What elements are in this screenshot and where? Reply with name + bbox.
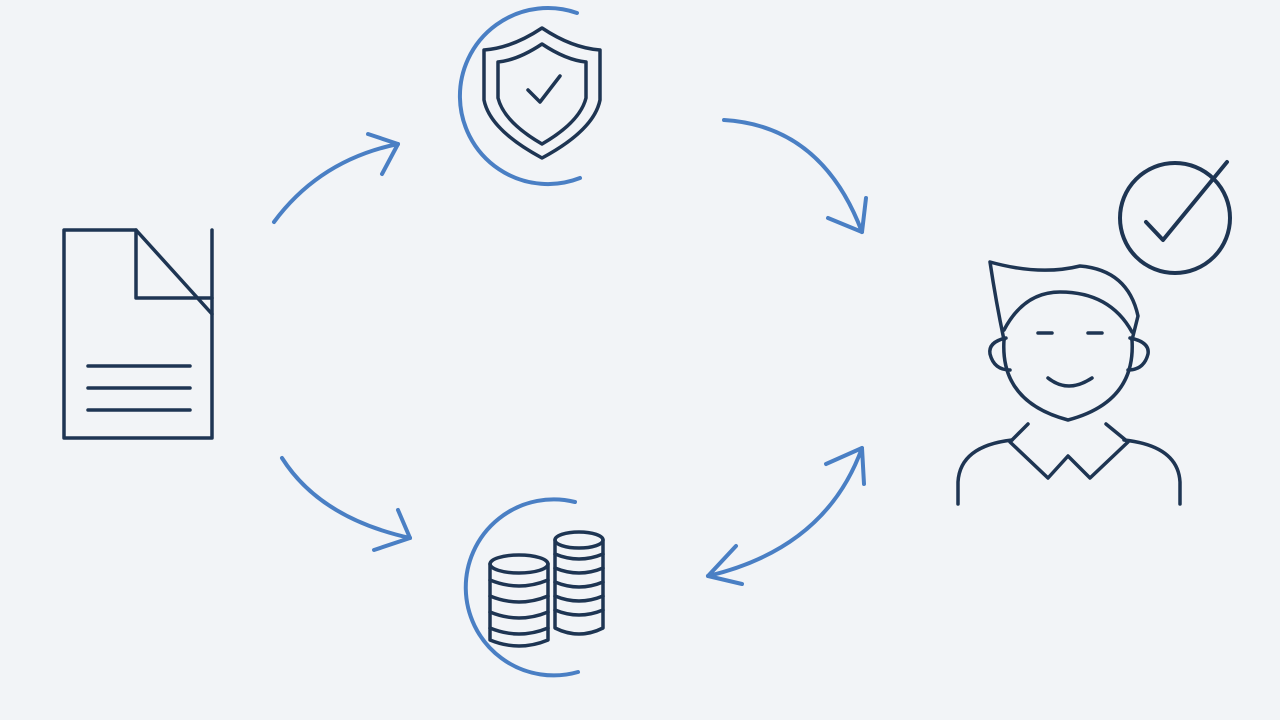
payment-ring [463,497,580,678]
arrow-document-to-payment [280,456,412,552]
arrow-security-to-customer [722,118,868,234]
security-ring [457,6,582,187]
shield-check-icon [482,26,602,160]
coin-stacks-icon [488,530,605,648]
security-node [457,6,602,187]
payment-node [463,497,605,678]
smiling-person-icon [956,260,1182,506]
arrow-payment-customer-two-way [706,446,866,586]
arrow-document-to-security [272,132,400,224]
check-circle-icon [1118,160,1232,275]
document-icon [62,228,214,440]
